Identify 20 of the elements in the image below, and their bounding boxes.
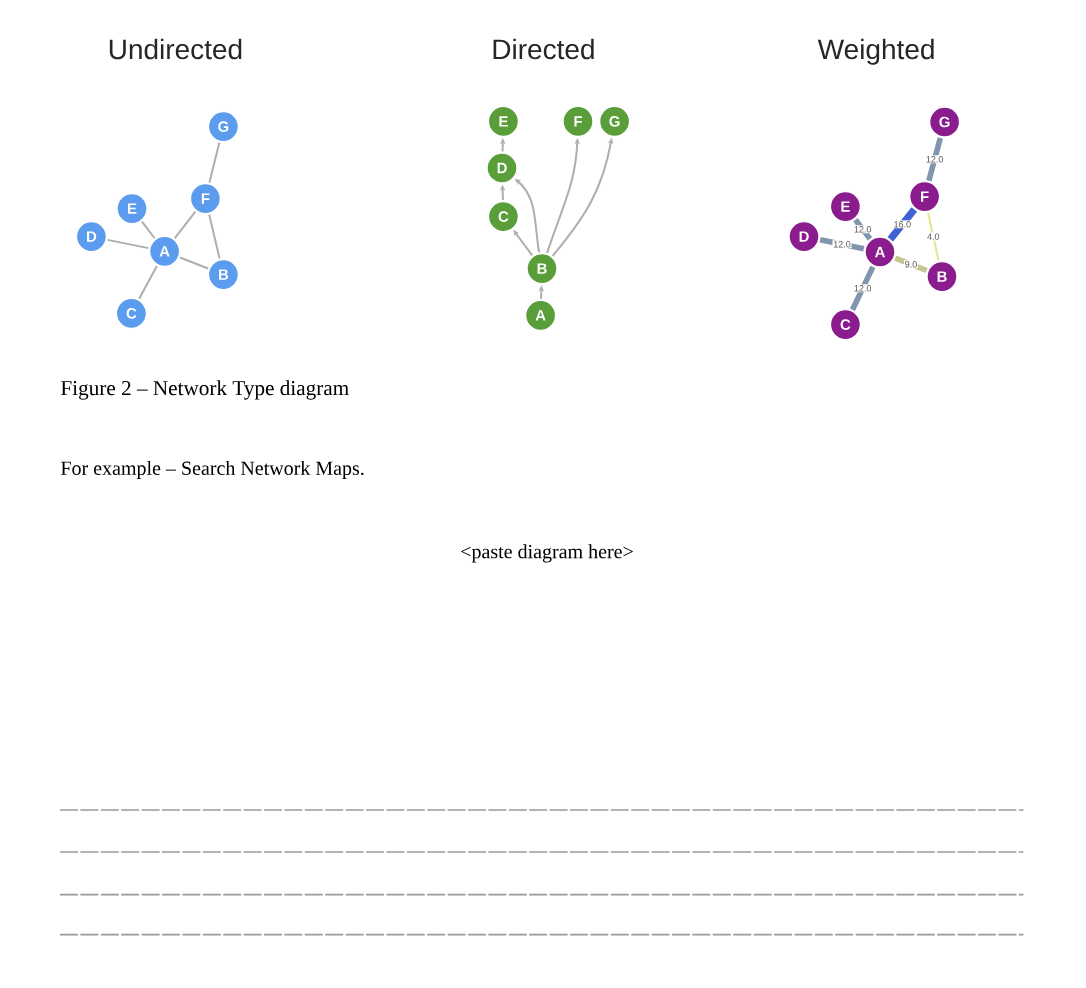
figure-caption: Figure 2 – Network Type diagram	[61, 380, 349, 400]
edge-line	[819, 237, 865, 252]
body-text: For example – Search Network Maps.	[61, 460, 364, 480]
edge-line	[141, 220, 156, 240]
edge-line	[173, 210, 197, 240]
edge-line	[849, 265, 876, 311]
panel-title: Undirected	[109, 38, 242, 60]
edge-line	[178, 256, 210, 270]
edge-line	[208, 141, 221, 184]
edge-line	[927, 211, 940, 262]
edge-line	[894, 255, 928, 274]
edge-line	[887, 207, 918, 242]
panel-title: Directed	[493, 38, 594, 60]
panel-title: Weighted	[817, 38, 934, 65]
edge-line	[208, 213, 221, 260]
edge-line	[926, 137, 944, 182]
edge-line	[106, 238, 150, 250]
edge-line	[138, 264, 158, 300]
edge-line	[853, 218, 873, 241]
placeholder-text: <paste diagram here>	[461, 544, 633, 563]
